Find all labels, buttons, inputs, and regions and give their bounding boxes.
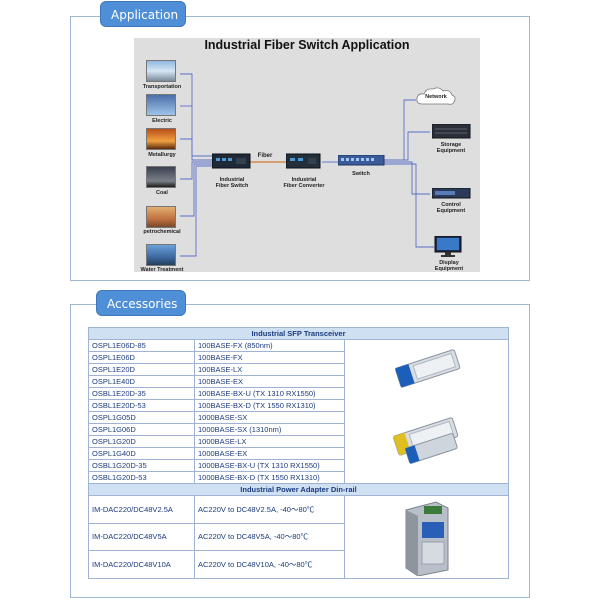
petrochemical-label: petrochemical xyxy=(138,229,186,235)
sfp-model: OSBL1G20D-53 xyxy=(89,472,195,484)
water-treatment-image xyxy=(146,244,176,266)
control-equipment-icon xyxy=(432,188,472,200)
electric-label: Electric xyxy=(140,118,184,124)
water-treatment-label: Water Treatment xyxy=(134,267,190,273)
sfp-spec: 100BASE-EX xyxy=(195,376,345,388)
power-spec: AC220V to DC48V2.5A, -40～80℃ xyxy=(195,496,345,524)
core-switch-icon xyxy=(338,155,386,167)
application-diagram: Industrial Fiber Switch Application Tran… xyxy=(134,38,480,272)
industrial-fiber-converter-icon xyxy=(286,152,322,170)
network-label: Network xyxy=(420,94,452,100)
fiber-label: Fiber xyxy=(254,153,276,160)
sfp-spec: 1000BASE-EX xyxy=(195,448,345,460)
sfp-spec: 1000BASE-SX (1310nm) xyxy=(195,424,345,436)
sfp-spec: 100BASE-FX (850nm) xyxy=(195,340,345,352)
power-spec: AC220V to DC48V10A, -40～80℃ xyxy=(195,551,345,579)
sfp-model: OSBL1G20D-35 xyxy=(89,460,195,472)
fiber-switch-label-line2: Fiber Switch xyxy=(202,183,262,189)
accessories-table: Industrial SFP Transceiver OSPL1E06D-85 … xyxy=(88,327,509,579)
sfp-transceiver-image xyxy=(372,347,482,477)
electric-image xyxy=(146,94,176,116)
sfp-model: OSPL1G05D xyxy=(89,412,195,424)
power-model: IM-DAC220/DC48V2.5A xyxy=(89,496,195,524)
sfp-spec: 1000BASE-BX-D (TX 1550 RX1310) xyxy=(195,472,345,484)
metallurgy-label: Metallurgy xyxy=(140,152,184,158)
industrial-fiber-switch-icon xyxy=(212,152,252,170)
sfp-model: OSBL1E20D-35 xyxy=(89,388,195,400)
transportation-image xyxy=(146,60,176,82)
sfp-spec: 100BASE-BX-D (TX 1550 RX1310) xyxy=(195,400,345,412)
fiber-converter-label-line2: Fiber Converter xyxy=(274,183,334,189)
sfp-spec: 100BASE-BX-U (TX 1310 RX1550) xyxy=(195,388,345,400)
metallurgy-image xyxy=(146,128,176,150)
sfp-model: OSPL1E06D xyxy=(89,352,195,364)
sfp-title: Industrial SFP Transceiver xyxy=(89,328,509,340)
storage-label: Storage Equipment xyxy=(424,142,478,154)
sfp-spec: 1000BASE-SX xyxy=(195,412,345,424)
sfp-model: OSPL1G20D xyxy=(89,436,195,448)
fiber-switch-label: Industrial Fiber Switch xyxy=(202,177,262,189)
storage-label-line2: Equipment xyxy=(424,148,478,154)
sfp-model: OSPL1G40D xyxy=(89,448,195,460)
sfp-spec: 100BASE-FX xyxy=(195,352,345,364)
display-label: Display Equipment xyxy=(424,260,474,272)
power-adapter-title: Industrial Power Adapter Din-rail xyxy=(89,484,509,496)
power-model: IM-DAC220/DC48V5A xyxy=(89,523,195,551)
sfp-image-cell xyxy=(345,340,509,484)
control-label-line2: Equipment xyxy=(424,208,478,214)
sfp-model: OSPL1E06D-85 xyxy=(89,340,195,352)
table-row: OSPL1E06D-85 100BASE-FX (850nm) xyxy=(89,340,509,352)
coal-image xyxy=(146,166,176,188)
transportation-label: Transportation xyxy=(140,84,184,90)
power-model: IM-DAC220/DC48V10A xyxy=(89,551,195,579)
sfp-model: OSPL1E20D xyxy=(89,364,195,376)
power-adapter-image xyxy=(392,498,462,576)
application-tab[interactable]: Application xyxy=(100,1,186,27)
coal-label: Coal xyxy=(140,190,184,196)
sfp-spec: 1000BASE-LX xyxy=(195,436,345,448)
sfp-model: OSPL1G06D xyxy=(89,424,195,436)
petrochemical-image xyxy=(146,206,176,228)
accessories-tab[interactable]: Accessories xyxy=(96,290,186,316)
table-row: IM-DAC220/DC48V2.5A AC220V to DC48V2.5A,… xyxy=(89,496,509,524)
sfp-model: OSBL1E20D-53 xyxy=(89,400,195,412)
control-label: Control Equipment xyxy=(424,202,478,214)
core-switch-label: Switch xyxy=(346,171,376,177)
display-label-line2: Equipment xyxy=(424,266,474,272)
power-spec: AC220V to DC48V5A, -40～80℃ xyxy=(195,523,345,551)
sfp-spec: 100BASE-LX xyxy=(195,364,345,376)
fiber-converter-label: Industrial Fiber Converter xyxy=(274,177,334,189)
sfp-model: OSPL1E40D xyxy=(89,376,195,388)
power-adapter-image-cell xyxy=(345,496,509,579)
display-equipment-icon xyxy=(434,236,464,258)
storage-equipment-icon xyxy=(432,124,472,140)
sfp-spec: 1000BASE-BX-U (TX 1310 RX1550) xyxy=(195,460,345,472)
